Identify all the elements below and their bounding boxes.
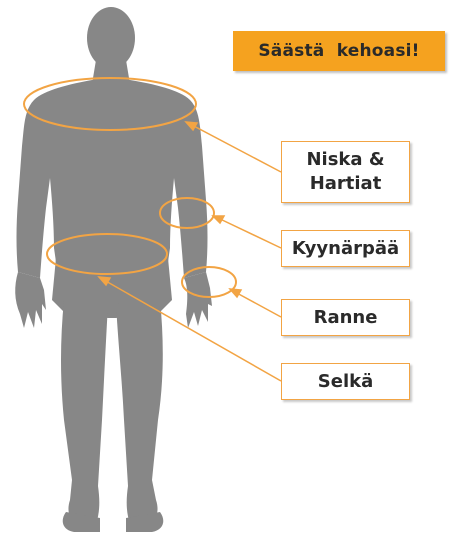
human-silhouette [15, 7, 212, 532]
save-your-body-banner: Säästä kehoasi! [233, 31, 445, 71]
label-neck-line1: Niska & [306, 148, 384, 172]
label-back: Selkä [281, 363, 410, 400]
arrowhead-ranne [230, 289, 241, 297]
arrowhead-kyynarpaa [213, 216, 224, 223]
label-neck-shoulders: Niska & Hartiat [281, 141, 410, 203]
label-elbow: Kyynärpää [281, 230, 410, 267]
label-wrist: Ranne [281, 299, 410, 336]
label-neck-line2: Hartiat [306, 172, 384, 196]
